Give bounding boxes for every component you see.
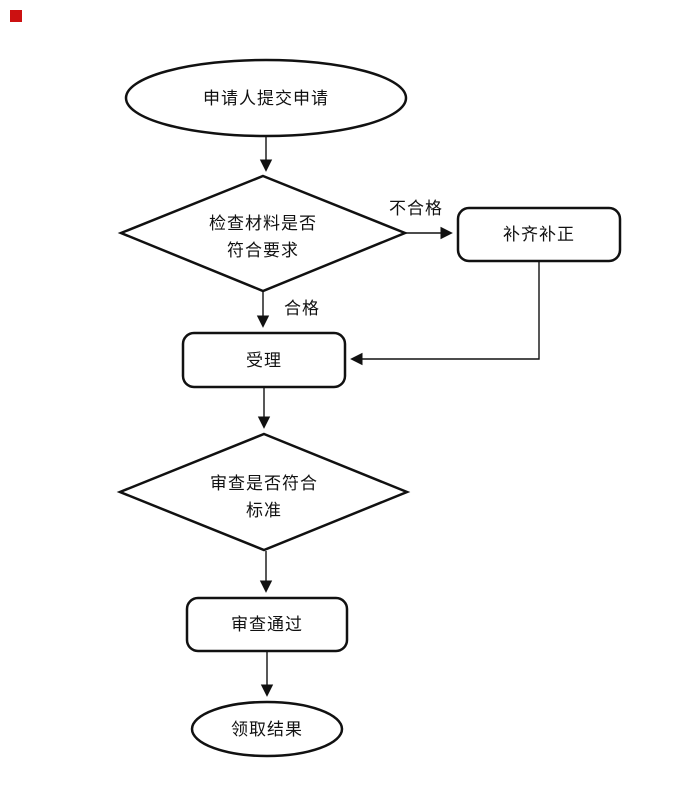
pass-process-label: 审查通过 xyxy=(231,615,303,634)
pass-process-shape xyxy=(185,596,349,653)
start-node-shape xyxy=(124,58,408,138)
check-decision-label-line1: 检查材料是否 xyxy=(209,214,317,233)
supplement-process-label: 补齐补正 xyxy=(503,225,575,244)
supplement-process-shape xyxy=(456,206,622,263)
accept-process-label: 受理 xyxy=(246,351,282,370)
start-node-label: 申请人提交申请 xyxy=(203,89,329,108)
result-node-label: 领取结果 xyxy=(231,720,303,739)
edge-supplement-to-accept xyxy=(350,261,540,366)
review-decision-shape xyxy=(116,432,411,552)
edge-label-qualified: 合格 xyxy=(284,299,320,318)
result-node-shape xyxy=(190,700,344,758)
check-decision-label-line2: 符合要求 xyxy=(227,241,299,260)
accept-process-shape xyxy=(181,331,347,389)
edge-label-unqualified: 不合格 xyxy=(389,199,443,218)
check-decision-shape xyxy=(117,174,409,293)
review-decision-label-line1: 审查是否符合 xyxy=(210,474,318,493)
red-square-marker xyxy=(10,10,22,22)
review-decision-label-line2: 标准 xyxy=(246,501,282,520)
